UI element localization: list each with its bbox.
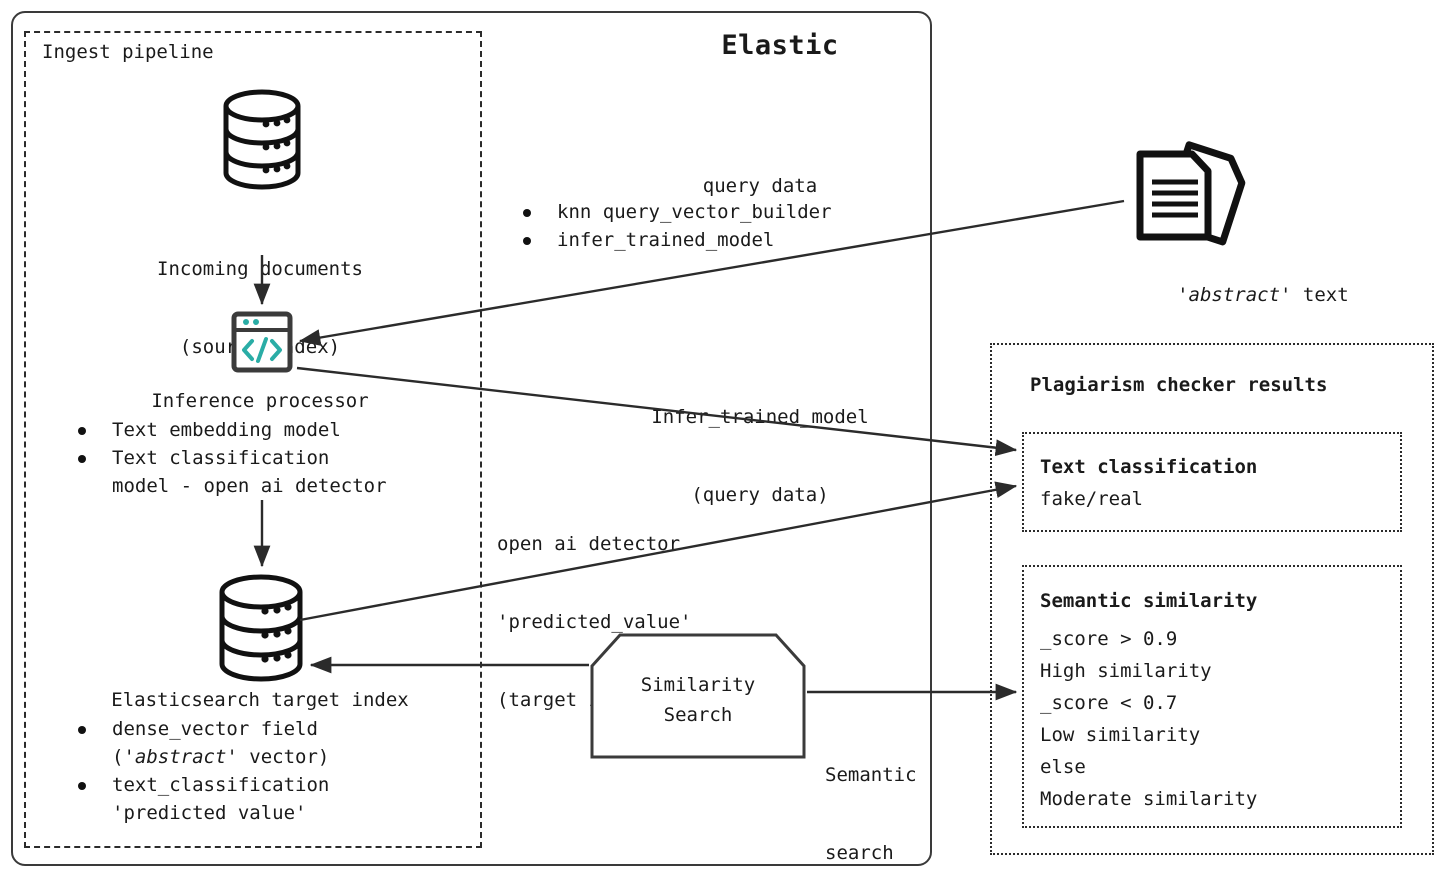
database-icon <box>218 573 304 683</box>
similarity-rule: _score > 0.9 <box>1040 628 1178 650</box>
list-item: knn query_vector_builder <box>505 198 935 226</box>
abstract-text-caption: 'abstract' text <box>1090 256 1390 334</box>
text-classification-heading: Text classification <box>1040 456 1258 478</box>
documents-icon <box>1128 140 1256 250</box>
similarity-rule: Low similarity <box>1040 724 1201 746</box>
semantic-line1: Semantic <box>825 764 917 786</box>
list-item: Text classification <box>60 444 460 472</box>
semantic-similarity-card <box>1022 565 1402 828</box>
abstract-suffix: text <box>1291 284 1349 306</box>
list-item: infer_trained_model <box>505 226 935 254</box>
plagiarism-results-title: Plagiarism checker results <box>1030 374 1328 396</box>
list-item: Text embedding model <box>60 416 460 444</box>
similarity-rule: High similarity <box>1040 660 1212 682</box>
similarity-rule: Moderate similarity <box>1040 788 1258 810</box>
inference-processor-title: Inference processor <box>151 390 369 412</box>
infer-line1: Infer_trained_model <box>651 406 869 428</box>
list-item: 'predicted value' <box>112 802 307 824</box>
similarity-rule: else <box>1040 756 1086 778</box>
similarity-line1: Similarity <box>640 674 756 696</box>
semantic-line2: search <box>825 842 894 864</box>
query-data-title: query data <box>702 175 818 197</box>
elastic-title: Elastic <box>721 30 839 61</box>
database-icon <box>222 88 302 191</box>
list-item: dense_vector field <box>60 715 460 743</box>
similarity-rule: _score < 0.7 <box>1040 692 1178 714</box>
code-window-icon <box>231 311 293 373</box>
semantic-similarity-heading: Semantic similarity <box>1040 590 1258 612</box>
inference-processor-bullets: Text embedding model Text classification… <box>60 416 460 500</box>
openai-line1: open ai detector <box>497 533 681 555</box>
list-item: ('abstract' vector) <box>112 746 330 768</box>
text-classification-card <box>1022 432 1402 532</box>
target-index-bullets: dense_vector field ('abstract' vector) t… <box>60 715 460 827</box>
abstract-quoted: 'abstract' <box>1177 284 1292 306</box>
text-classification-value: fake/real <box>1040 488 1143 510</box>
semantic-search-result-label: Semantic search result, top k <box>825 710 917 880</box>
abstract-italic: abstract <box>134 746 227 768</box>
list-item: model - open ai detector <box>112 475 387 497</box>
incoming-documents-line1: Incoming documents <box>157 258 363 280</box>
target-index-title: Elasticsearch target index <box>111 689 409 711</box>
similarity-line2: Search <box>663 704 733 726</box>
list-item: text_classification <box>60 771 460 799</box>
query-data-bullets: knn query_vector_builder infer_trained_m… <box>505 198 935 254</box>
semantic-similarity-lines: _score > 0.9 High similarity _score < 0.… <box>1040 623 1257 815</box>
ingest-pipeline-label: Ingest pipeline <box>42 41 214 63</box>
similarity-search-node[interactable] <box>589 632 807 760</box>
incoming-documents-caption: Incoming documents (source index) <box>95 204 425 412</box>
similarity-search-label: Similarity Search <box>589 670 807 730</box>
